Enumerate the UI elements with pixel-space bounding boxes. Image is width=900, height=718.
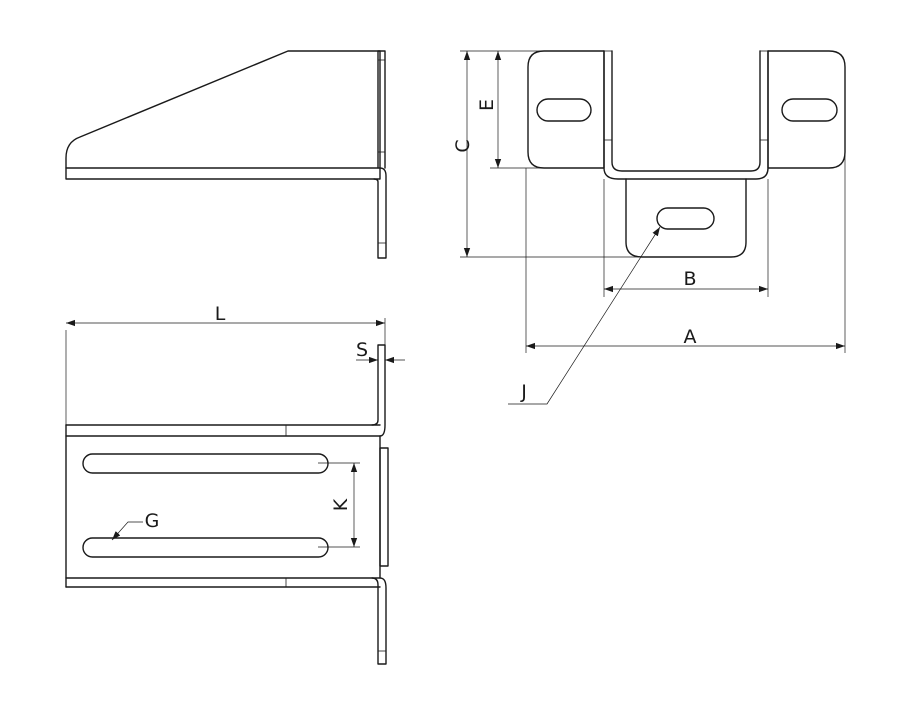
- top-view-flange-upper: [371, 344, 386, 437]
- side-view-gusset: [65, 50, 381, 169]
- label-L: L: [215, 303, 226, 325]
- label-G: G: [145, 510, 160, 532]
- side-view-flange-lower: [373, 167, 387, 259]
- front-view-channel-inner: [611, 50, 761, 172]
- front-view-tab-slot: [656, 207, 715, 230]
- top-view-upper-slot: [82, 453, 329, 474]
- dimensions: [65, 50, 846, 548]
- front-view-channel-outer: [603, 50, 769, 180]
- label-J: J: [520, 381, 527, 403]
- dimension-labels: L S C E B A J G K: [145, 99, 697, 532]
- side-view-base-plate: [65, 167, 381, 180]
- front-view: [527, 50, 846, 258]
- front-view-lower-tab: [625, 178, 747, 258]
- dim-J-leader: [508, 226, 661, 405]
- top-view-flange-lower: [371, 577, 387, 665]
- label-K: K: [330, 498, 352, 511]
- label-B: B: [683, 268, 696, 290]
- top-view-flange-tab: [379, 447, 389, 567]
- front-view-left-ear: [527, 50, 605, 169]
- top-view-lower-slot: [82, 537, 329, 558]
- front-view-right-ear: [767, 50, 846, 169]
- side-view: [65, 50, 387, 259]
- label-E: E: [476, 99, 498, 111]
- label-S: S: [356, 339, 368, 361]
- front-view-left-ear-slot: [536, 98, 592, 122]
- label-A: A: [684, 326, 697, 348]
- front-view-right-ear-slot: [781, 98, 838, 122]
- top-view: [65, 344, 389, 665]
- dim-G-leader: [111, 521, 143, 541]
- label-C: C: [452, 139, 474, 152]
- side-view-flange-upper: [377, 50, 386, 169]
